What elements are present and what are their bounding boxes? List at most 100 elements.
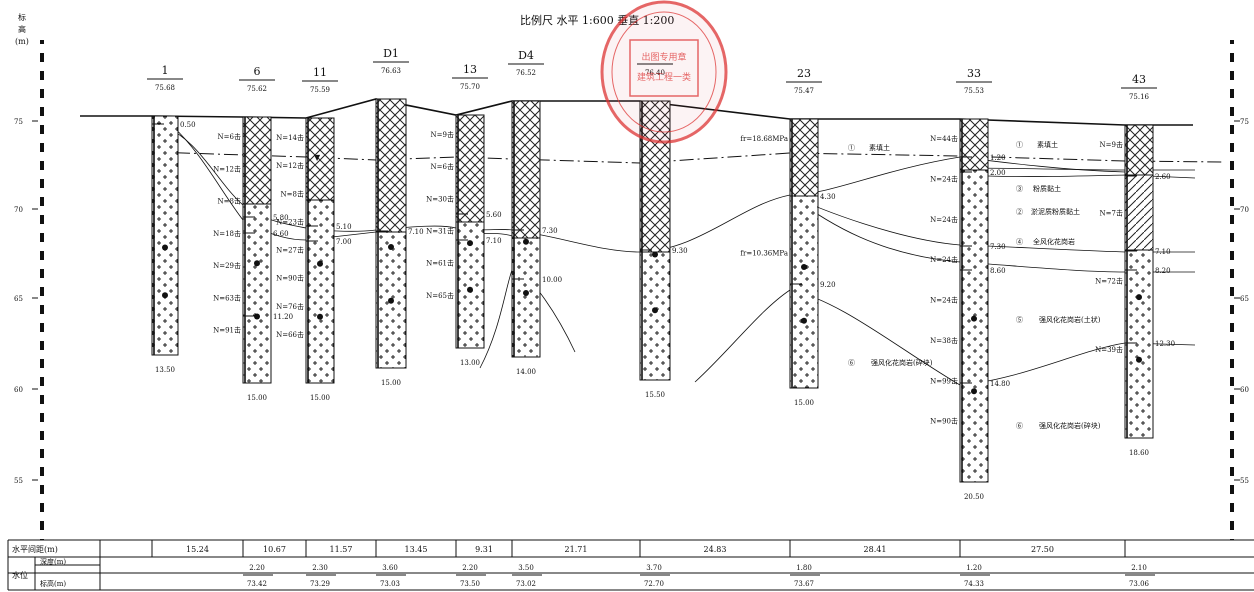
- sample-mark: [801, 317, 807, 324]
- depth-label: 14.80: [990, 380, 1010, 388]
- borehole-depth: 13.00: [460, 359, 480, 367]
- water-depth-value: 1.20: [966, 564, 982, 572]
- water-table-line: [151, 151, 1226, 164]
- ruler-stripe: [40, 530, 44, 539]
- borehole-id: 1: [162, 64, 169, 77]
- water-depth-value: 3.70: [646, 564, 662, 572]
- borehole-id: 23: [797, 67, 811, 80]
- ruler-stripe: [1230, 62, 1234, 71]
- borehole-elevation: 75.59: [310, 86, 330, 94]
- spacing-value: 10.67: [263, 545, 286, 554]
- ruler-stripe: [1230, 530, 1234, 539]
- ruler-stripe: [1230, 134, 1234, 143]
- water-depth-value: 2.10: [1131, 564, 1147, 572]
- depth-label: 9.20: [820, 281, 836, 289]
- sample-mark: [162, 244, 168, 251]
- borehole-elevation: 75.16: [1129, 93, 1150, 101]
- ruler-stripe: [1230, 278, 1234, 287]
- borehole-id: 6: [254, 65, 261, 78]
- borehole-granite: [151, 115, 179, 356]
- borehole-fill-soil: [789, 118, 819, 197]
- spt-label: N=61击: [426, 259, 454, 268]
- ruler-stripe: [1230, 152, 1234, 161]
- borehole: 76.4015.509.30: [637, 63, 688, 399]
- sample-mark: [162, 292, 168, 299]
- ruler-stripe: [40, 170, 44, 179]
- borehole-depth: 15.00: [247, 394, 267, 402]
- ruler-stripe: [1230, 440, 1234, 449]
- borehole-depth: 15.00: [794, 399, 814, 407]
- stamp-text: 出图专用章: [641, 51, 686, 63]
- water-elev-value: 74.33: [964, 580, 984, 588]
- spt-label: N=12击: [213, 164, 241, 173]
- spt-label: N=30击: [426, 194, 454, 203]
- spt-label: N=44击: [930, 134, 958, 143]
- borehole: 2375.4715.004.309.20fr=18.68MPafr=10.36M…: [740, 67, 835, 407]
- depth-label: 7.10: [1155, 248, 1171, 256]
- spacing-value: 28.41: [864, 545, 887, 554]
- depth-label: 4.30: [820, 193, 836, 201]
- ruler-stripe: [1230, 224, 1234, 233]
- spt-label: N=8击: [218, 197, 241, 206]
- spt-label: N=6击: [431, 162, 454, 171]
- ruler-stripe: [1230, 350, 1234, 359]
- depth-label: 0.50: [180, 121, 196, 129]
- water-depth-value: 3.60: [382, 564, 398, 572]
- spt-label: N=65击: [426, 291, 454, 300]
- spt-label: N=18击: [213, 229, 241, 238]
- spt-label: N=8击: [281, 189, 304, 198]
- water-elev-value: 73.29: [310, 580, 330, 588]
- borehole-depth: 20.50: [964, 493, 984, 501]
- borehole-id: 13: [463, 63, 477, 76]
- borehole-fill-soil: [375, 98, 407, 233]
- table-sub-label: 深度(m): [40, 557, 66, 566]
- elevation-axis-title-3: (m): [15, 37, 29, 46]
- depth-label: 2.00: [990, 169, 1006, 177]
- borehole: 3375.5320.501.202.007.308.6014.80N=44击N=…: [930, 67, 1010, 501]
- ruler-stripe: [40, 422, 44, 431]
- spt-label: N=90击: [930, 417, 958, 426]
- water-depth-value: 2.30: [312, 564, 328, 572]
- depth-label: 11.20: [273, 313, 293, 321]
- axis-tick-label: 60: [14, 386, 23, 394]
- depth-label: 7.10: [408, 228, 424, 236]
- borehole-elevation: 75.47: [794, 87, 814, 95]
- water-elev-value: 73.50: [460, 580, 480, 588]
- ruler-stripe: [40, 278, 44, 287]
- spt-label: N=72击: [1095, 277, 1123, 286]
- axis-tick-label: 70: [1240, 206, 1249, 214]
- sample-mark: [388, 243, 394, 250]
- spacing-value: 9.31: [475, 545, 493, 554]
- ruler-bar: [40, 40, 44, 540]
- borehole-granite: [1124, 249, 1154, 439]
- borehole-fill-soil: [959, 118, 989, 171]
- borehole-id: 43: [1132, 73, 1146, 86]
- spacing-value: 13.45: [405, 545, 428, 554]
- borehole-fill-soil: [639, 100, 671, 253]
- sample-mark: [652, 307, 658, 314]
- sample-mark: [971, 388, 977, 395]
- borehole-elevation: 75.62: [247, 85, 267, 93]
- axis-tick-label: 75: [14, 118, 23, 126]
- sample-mark: [317, 313, 323, 320]
- depth-label: 7.30: [542, 227, 558, 235]
- borehole-elevation: 75.70: [460, 83, 480, 91]
- ruler-stripe: [1230, 458, 1234, 467]
- spacing-value: 21.71: [565, 545, 588, 554]
- spacing-value: 15.24: [186, 545, 209, 554]
- spt-label: fr=18.68MPa: [740, 135, 788, 143]
- table-row-label: 水平间距(m): [12, 544, 58, 554]
- ruler-stripe: [1230, 332, 1234, 341]
- water-elev-value: 72.70: [644, 580, 664, 588]
- axis-tick-label: 55: [1240, 477, 1249, 485]
- ruler-stripe: [40, 476, 44, 485]
- spt-label: N=14击: [276, 133, 304, 142]
- water-depth-value: 1.80: [796, 564, 812, 572]
- sample-mark: [801, 263, 807, 270]
- ruler-stripe: [40, 368, 44, 377]
- sample-mark: [317, 260, 323, 267]
